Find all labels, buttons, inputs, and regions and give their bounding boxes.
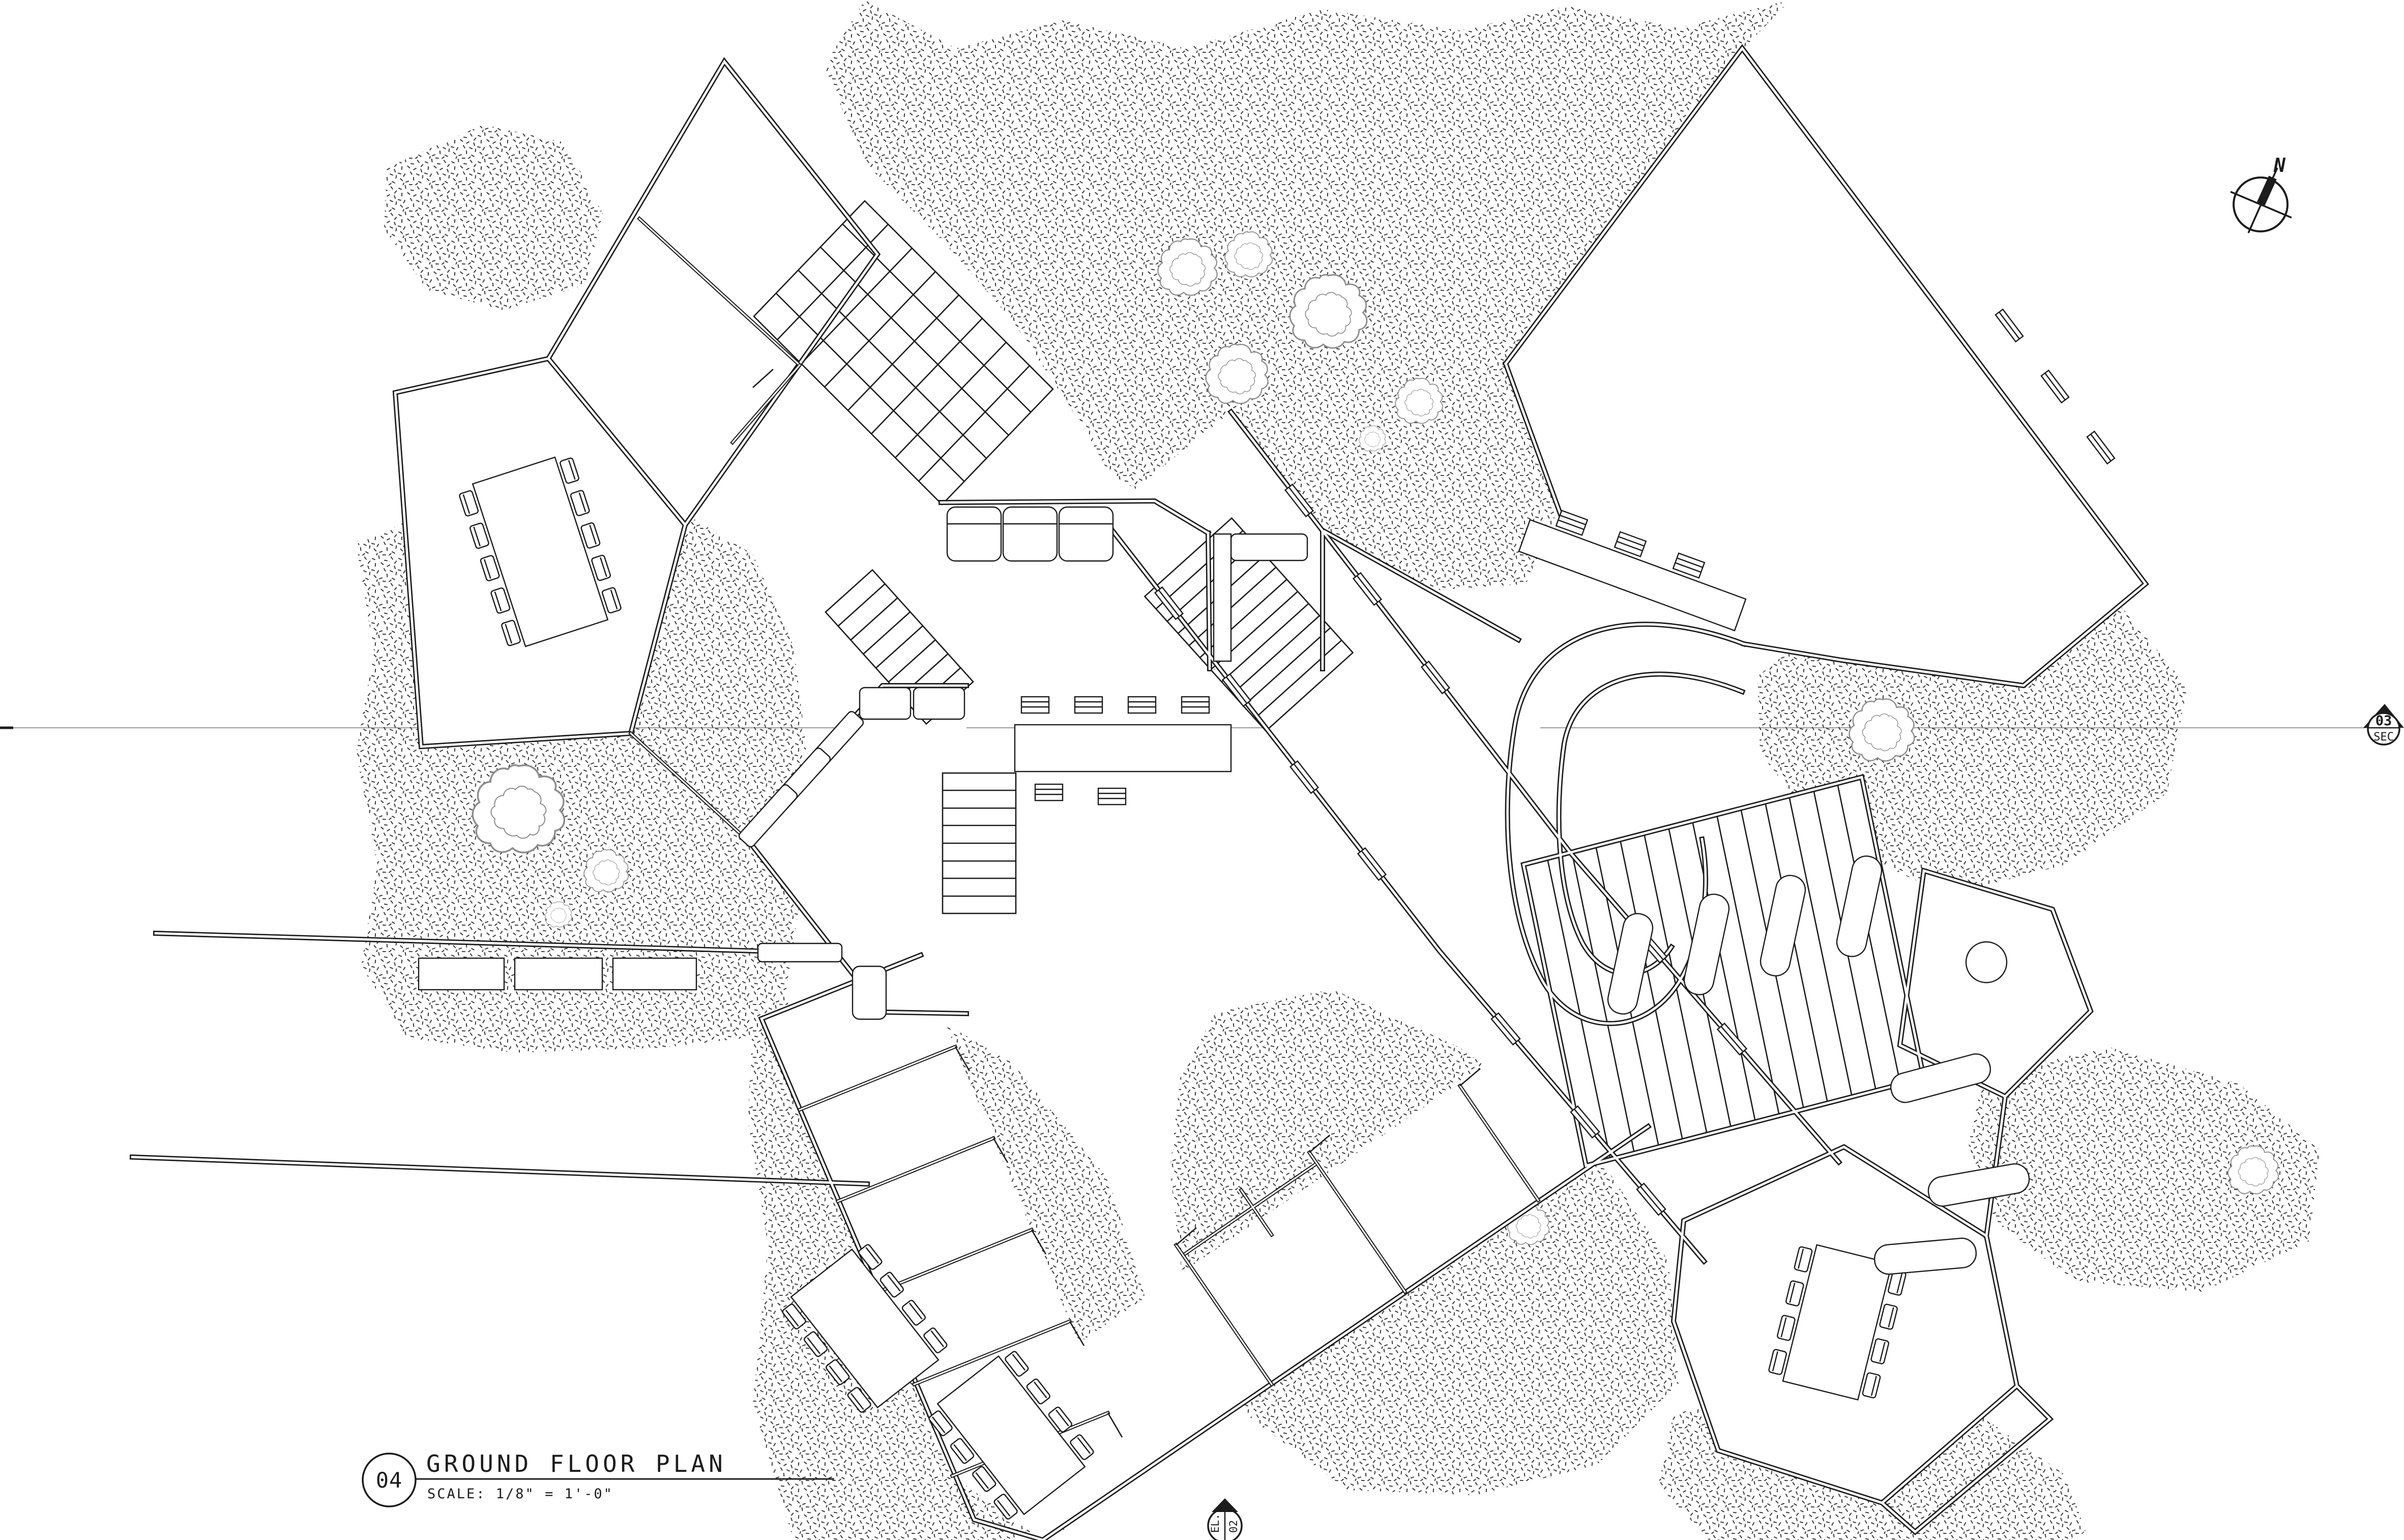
kitchen-counter xyxy=(1014,724,1232,773)
window-seat-cushions xyxy=(738,711,887,1020)
stair-flight-lower xyxy=(942,772,1017,914)
north-label: N xyxy=(2273,154,2286,176)
sofa-module xyxy=(1002,506,1058,562)
detail-number: 04 xyxy=(376,1468,403,1493)
bench-cushion xyxy=(913,687,965,720)
vestibule-bench xyxy=(1230,533,1308,561)
elevation-number: 02 xyxy=(1227,1520,1240,1533)
elevation-label: EL. xyxy=(1209,1514,1221,1533)
bar-counter xyxy=(1518,519,1747,632)
vestibule-bench-side xyxy=(1213,533,1232,662)
planter xyxy=(612,957,697,991)
section-label: SEC xyxy=(2373,731,2394,744)
sofa-module xyxy=(946,506,1002,562)
section-number: 03 xyxy=(2376,713,2392,729)
drawing-scale: SCALE: 1/8" = 1'-0" xyxy=(427,1486,613,1502)
round-table xyxy=(1965,941,2008,984)
elevation-marker: EL. 02 xyxy=(1207,1498,1243,1540)
door-jambs xyxy=(752,369,1481,1438)
building-walls xyxy=(132,48,2146,1540)
bench-cushion xyxy=(859,687,912,720)
furniture xyxy=(418,309,2116,1524)
title-block: 04 GROUND FLOOR PLAN SCALE: 1/8" = 1'-0" xyxy=(362,1450,834,1507)
planter xyxy=(514,957,603,991)
sofa-module xyxy=(1058,506,1114,562)
section-marker: 03 SEC xyxy=(2363,704,2404,746)
north-arrow: N xyxy=(2230,154,2292,233)
drawing-title: GROUND FLOOR PLAN xyxy=(426,1450,726,1477)
detail-number-bubble xyxy=(362,1453,417,1507)
planter xyxy=(418,957,505,991)
